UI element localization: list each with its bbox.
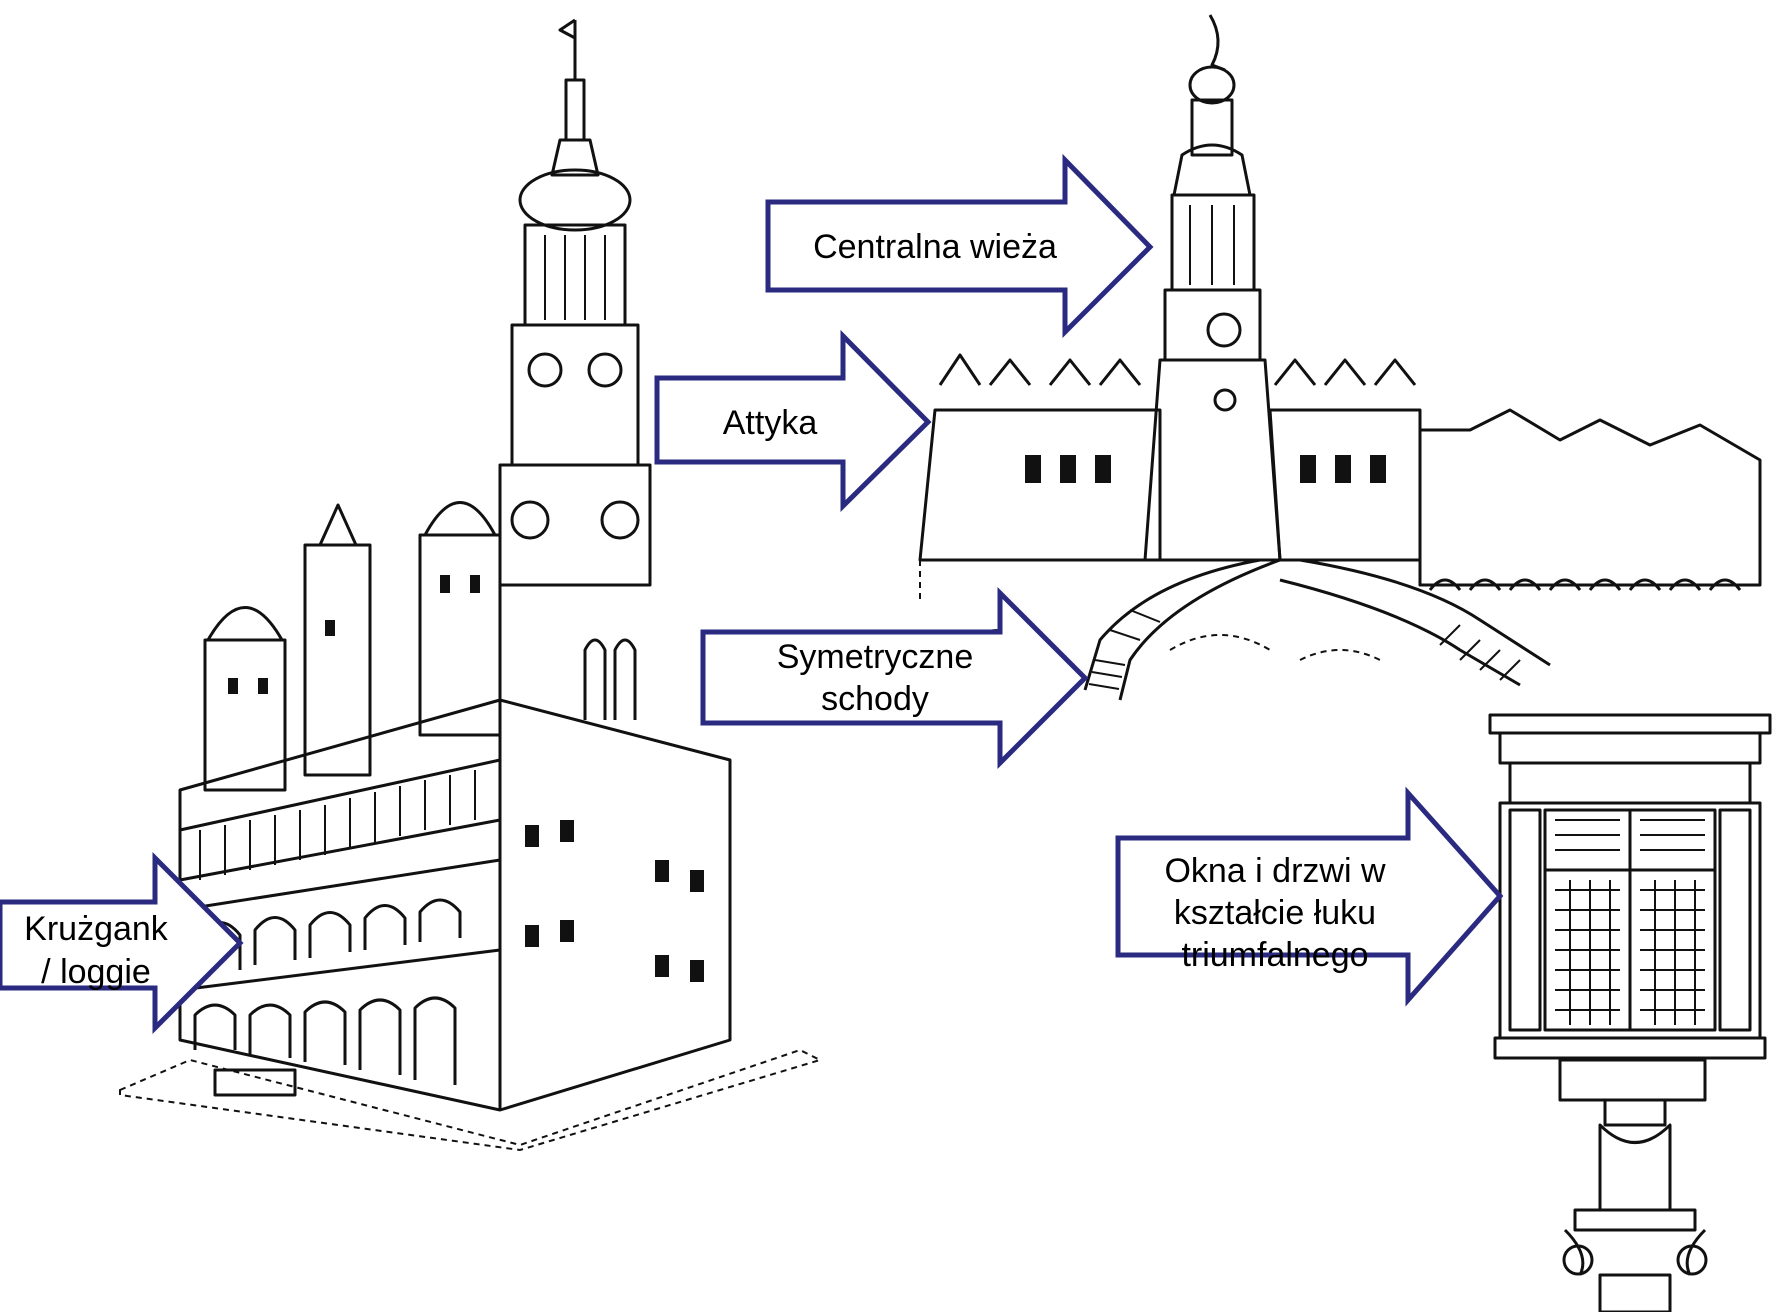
label-central-tower: Centralna wieża: [813, 228, 1057, 266]
arrow-symmetric-stairs: Symetryczne schody: [700, 586, 1089, 770]
label-attic: Attyka: [723, 404, 818, 442]
label-windows-line2: kształcie łuku: [1174, 894, 1376, 932]
arrow-windows-doors: Okna i drzwi w kształcie łuku triumfalne…: [1115, 786, 1504, 1007]
arrow-loggia: Krużgank / loggie: [0, 851, 244, 1035]
label-windows-line3: triumfalnego: [1181, 936, 1368, 974]
zamosc-town-hall-drawing: [918, 14, 1762, 701]
label-loggia-line2: / loggie: [41, 953, 151, 991]
arrow-attic: Attyka: [654, 329, 932, 512]
arrow-central-tower: Centralna wieża: [765, 153, 1154, 339]
town-hall-drawing: [119, 18, 823, 1152]
label-loggia-line1: Krużgank: [24, 910, 169, 948]
label-stairs-line2: schody: [821, 680, 929, 718]
window-column-drawing: [1488, 713, 1772, 1312]
label-stairs-line1: Symetryczne: [777, 638, 974, 676]
label-windows-line1: Okna i drzwi w: [1164, 852, 1385, 890]
